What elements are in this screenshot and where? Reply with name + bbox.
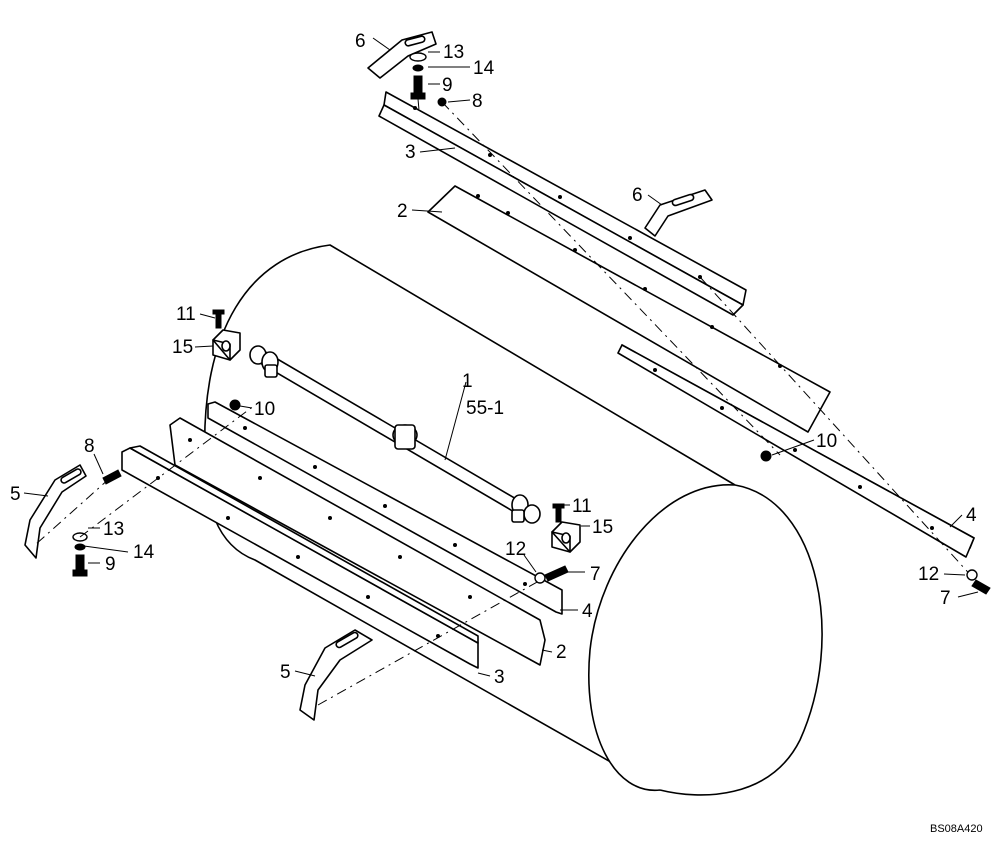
callout-labels: 6 13 14 9 8 3 6 2 11 15 1 55-1 10 10 8 5…: [10, 31, 977, 688]
callout-13-left: 13: [103, 519, 124, 540]
callout-5-upper: 5: [10, 484, 21, 505]
callout-4-left: 4: [582, 601, 593, 622]
callout-10-left: 10: [254, 399, 275, 420]
callout-14-left: 14: [133, 542, 155, 563]
upper-plate-2: [427, 185, 831, 433]
drawing-code: BS08A420: [930, 823, 983, 835]
callout-10-right: 10: [816, 431, 837, 452]
callout-2-bottom: 2: [556, 642, 567, 663]
bracket-5-upper: [24, 464, 87, 559]
callout-8-top: 8: [472, 91, 483, 112]
alignment-line: [417, 98, 420, 111]
tube-assembly-1: [249, 345, 541, 524]
top-hardware: [409, 52, 447, 107]
callout-8-left: 8: [84, 436, 95, 457]
bracket-6-top: [367, 31, 437, 79]
lower-strap-4: [207, 401, 563, 615]
callout-3-bottom: 3: [494, 667, 505, 688]
bracket-5-lower: [299, 629, 373, 721]
callout-11-top: 11: [176, 304, 196, 325]
callout-15-mid: 15: [592, 517, 613, 538]
callout-7-mid: 7: [590, 564, 601, 585]
callout-5-lower: 5: [280, 662, 291, 683]
nut-10-right: [760, 450, 772, 462]
alignment-line: [441, 101, 781, 456]
callout-7-right: 7: [940, 588, 951, 609]
alignment-line: [699, 276, 976, 581]
callout-6-mid: 6: [632, 185, 643, 206]
bracket-6-mid: [644, 189, 713, 237]
leader-lines: [23, 37, 979, 677]
clamp-15-mid: [551, 503, 581, 553]
right-bolt-hardware: [966, 569, 991, 595]
callout-15-top: 15: [172, 337, 193, 358]
alignment-line: [79, 404, 256, 538]
lower-strap-3: [121, 445, 479, 669]
callout-4-right: 4: [966, 505, 977, 526]
alignment-line: [34, 477, 111, 546]
upper-strap-3: [378, 91, 747, 316]
callout-14-top: 14: [473, 58, 495, 79]
callout-55-1: 55-1: [466, 398, 504, 419]
callout-2-top: 2: [397, 201, 408, 222]
right-strap-4: [617, 344, 975, 558]
callout-12-mid: 12: [505, 539, 526, 560]
callout-11-mid: 11: [572, 496, 592, 517]
callout-1: 1: [462, 371, 473, 392]
callout-13-top: 13: [443, 42, 464, 63]
clamp-15-top: [212, 309, 241, 361]
callout-9-left: 9: [105, 554, 116, 575]
callout-6-top: 6: [355, 31, 366, 52]
callout-3-top: 3: [405, 142, 416, 163]
callout-9-top: 9: [442, 75, 453, 96]
alignment-line: [317, 571, 556, 706]
callout-12-right: 12: [918, 564, 939, 585]
